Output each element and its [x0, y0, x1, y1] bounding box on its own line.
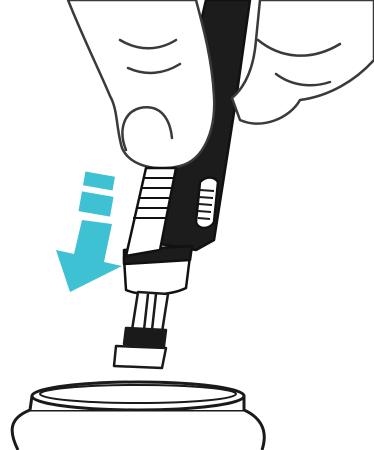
jar-body — [10, 408, 266, 450]
down-arrow-icon — [56, 171, 122, 292]
grip-ridges — [133, 177, 174, 219]
finger-crease — [256, 38, 342, 57]
hand — [66, 0, 374, 170]
jar-rim-inner — [39, 384, 237, 404]
pen-grip — [124, 166, 178, 258]
arrow-head — [56, 220, 122, 292]
tip-shaft-line-2 — [150, 293, 158, 331]
thumbnail — [121, 106, 174, 152]
tip-cap — [112, 344, 168, 370]
thumb-crease — [118, 38, 178, 50]
grip-body — [124, 166, 178, 258]
hand-thumb — [66, 0, 216, 170]
finger-crease-2 — [274, 72, 332, 87]
arrow-dash-1 — [83, 171, 115, 191]
jar — [10, 380, 266, 450]
tip-band — [122, 326, 168, 348]
side-button — [194, 176, 220, 230]
tip-shaft-line-1 — [142, 293, 150, 331]
tip-shaft — [130, 290, 170, 334]
arrow-dash-2 — [78, 191, 114, 217]
pen-tip — [112, 290, 170, 370]
thumb-crease-2 — [126, 62, 182, 75]
side-button-ridges — [197, 189, 215, 220]
hand-back-fingers — [230, 0, 374, 125]
